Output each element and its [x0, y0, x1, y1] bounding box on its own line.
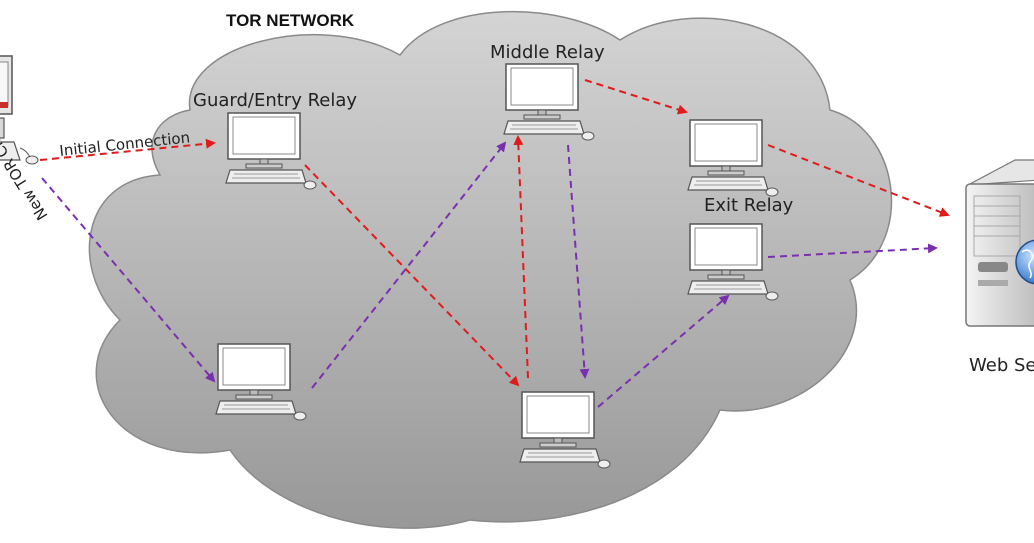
web-server-icon [965, 159, 1034, 327]
arrow-exit-to-server [767, 144, 950, 217]
arrow-guard-to-bottom-relay [304, 164, 520, 387]
diagram-title: TOR NETWORK [226, 11, 355, 30]
arrow-bottom-to-exit [597, 294, 730, 408]
arrow-client-to-lower-left [41, 177, 216, 383]
arrow-middle-to-bottom [567, 144, 590, 379]
initial-path [39, 79, 950, 387]
guard-relay-label: Guard/Entry Relay [193, 90, 357, 111]
arrow-client-to-guard [39, 138, 216, 161]
arrow-exit-to-server-new [767, 243, 938, 258]
arrow-lower-left-to-middle [311, 141, 507, 389]
arrow-bottom-to-middle [513, 135, 529, 379]
web-server-label: Web Se [969, 355, 1034, 376]
new-circuit-path [41, 141, 938, 408]
middle-relay-label: Middle Relay [490, 42, 605, 63]
client-computer-icon [0, 55, 39, 165]
arrow-middle-to-exit [584, 79, 688, 115]
new-circuit-label: New TOR Circuit [0, 110, 51, 223]
exit-relay-label: Exit Relay [704, 195, 794, 216]
